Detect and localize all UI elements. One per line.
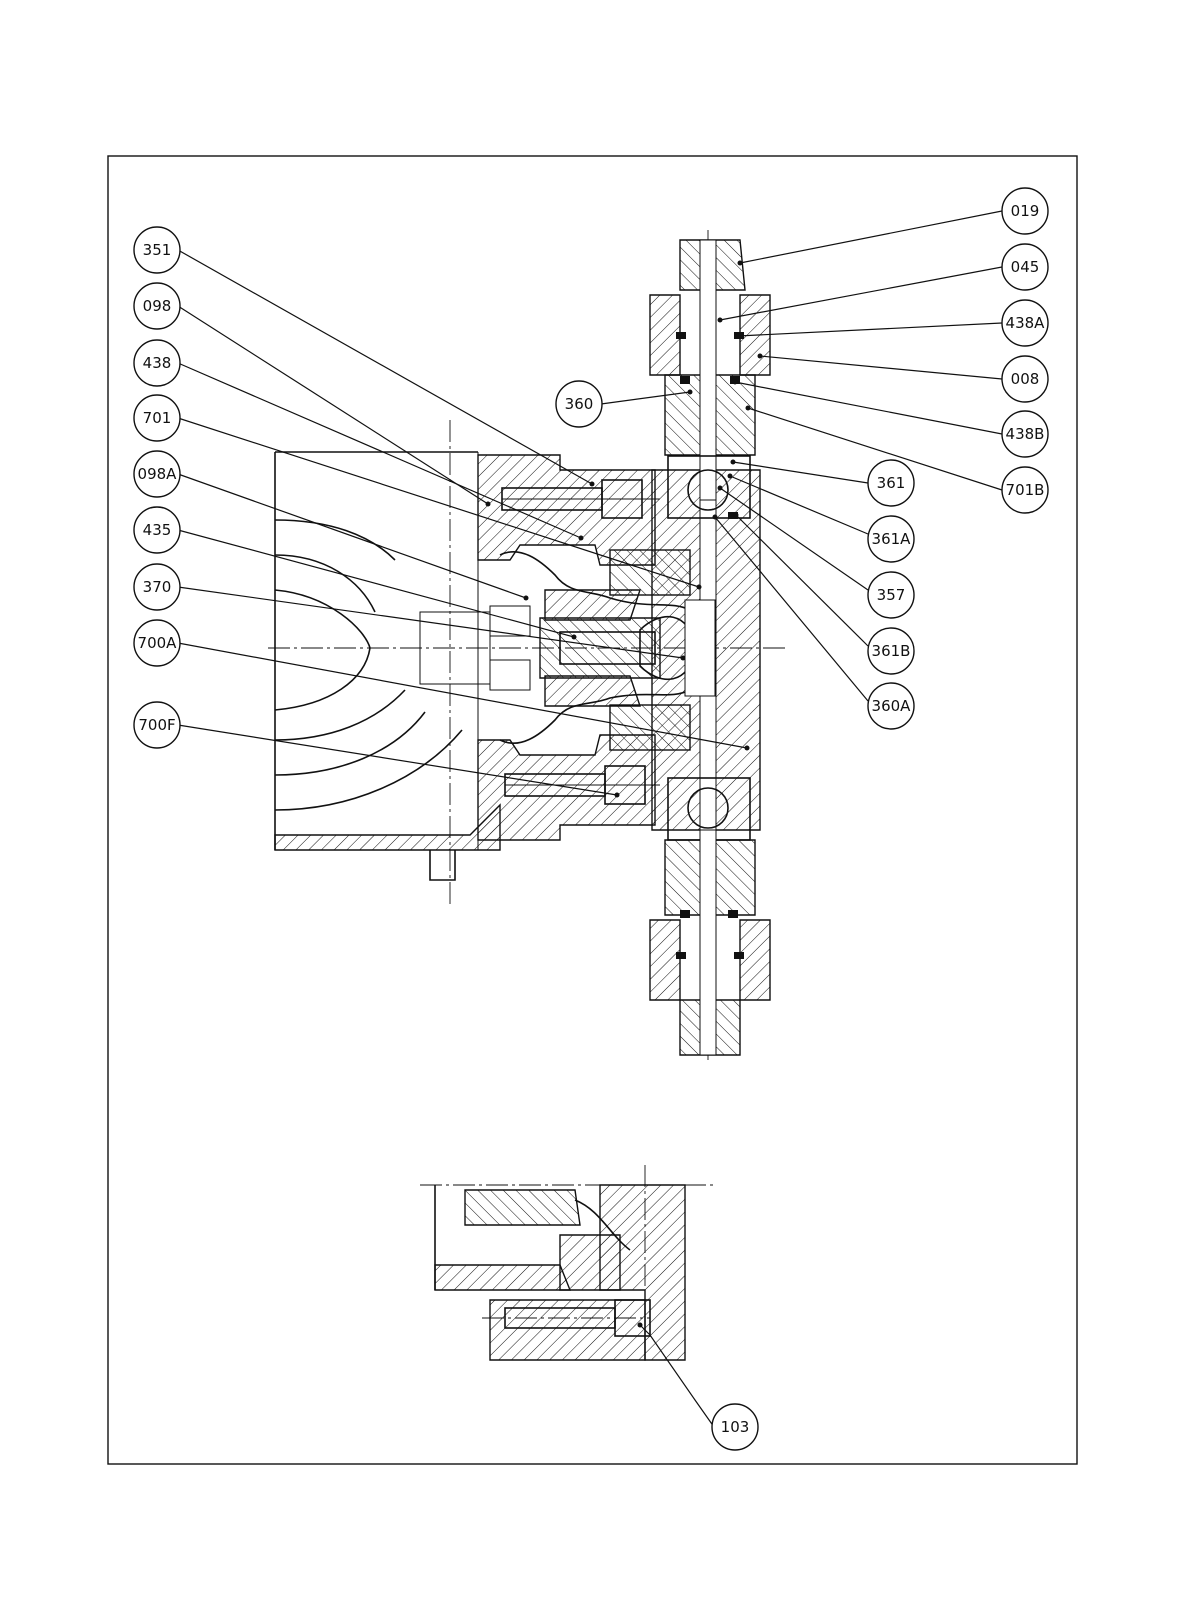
- callout-label: 351: [143, 241, 172, 259]
- callout-label: 360: [565, 395, 594, 413]
- callout-label: 700A: [138, 634, 178, 652]
- callout-361: 361: [868, 460, 914, 506]
- callout-700f: 700F: [134, 702, 180, 748]
- callout-label: 370: [143, 578, 172, 596]
- callout-351: 351: [134, 227, 180, 273]
- callout-label: 435: [143, 521, 172, 539]
- callout-370: 370: [134, 564, 180, 610]
- callout-label: 360A: [872, 697, 912, 715]
- callout-357: 357: [868, 572, 914, 618]
- callout-label: 361: [877, 474, 906, 492]
- callout-label: 361B: [872, 642, 911, 660]
- callout-360: 360: [556, 381, 602, 427]
- callout-435: 435: [134, 507, 180, 553]
- callout-701: 701: [134, 395, 180, 441]
- callout-700a: 700A: [134, 620, 180, 666]
- callout-label: 008: [1011, 370, 1040, 388]
- callout-label: 438: [143, 354, 172, 372]
- callout-label: 045: [1011, 258, 1040, 276]
- callout-701b: 701B: [1002, 467, 1048, 513]
- callout-098a: 098A: [134, 451, 180, 497]
- callout-label: 438B: [1006, 425, 1045, 443]
- callout-008: 008: [1002, 356, 1048, 402]
- callout-label: 361A: [872, 530, 912, 548]
- callout-label: 701B: [1006, 481, 1045, 499]
- callout-098: 098: [134, 283, 180, 329]
- callout-438b: 438B: [1002, 411, 1048, 457]
- callout-label: 701: [143, 409, 172, 427]
- main-section-view: [268, 230, 785, 1060]
- callout-label: 019: [1011, 202, 1040, 220]
- callout-361b: 361B: [868, 628, 914, 674]
- callout-103: 103: [712, 1404, 758, 1450]
- callout-label: 103: [721, 1418, 750, 1436]
- callout-label: 098: [143, 297, 172, 315]
- callout-label: 438A: [1006, 314, 1046, 332]
- callout-019: 019: [1002, 188, 1048, 234]
- callout-438: 438: [134, 340, 180, 386]
- callout-label: 357: [877, 586, 906, 604]
- callout-label: 700F: [138, 716, 175, 734]
- callout-label: 098A: [138, 465, 178, 483]
- callout-360a: 360A: [868, 683, 914, 729]
- callout-361a: 361A: [868, 516, 914, 562]
- callout-045: 045: [1002, 244, 1048, 290]
- detail-view: [420, 1165, 715, 1360]
- pump-chamber: [685, 600, 715, 696]
- callout-438a: 438A: [1002, 300, 1048, 346]
